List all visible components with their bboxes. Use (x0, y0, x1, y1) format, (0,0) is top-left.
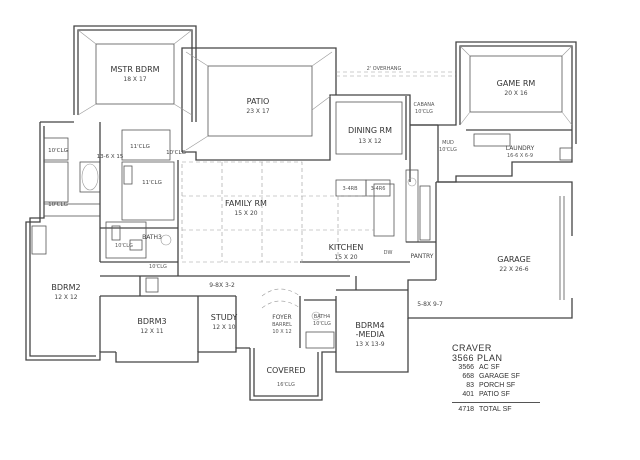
clg-bath4: 10'CLG (313, 321, 331, 327)
dim-bdrm3: 12 X 11 (140, 328, 163, 335)
label-covered: COVERED (266, 366, 305, 375)
dim-laundry: 16-6 X 6-9 (507, 153, 533, 159)
dim-master-bath: 13-6 X 15 (97, 154, 124, 160)
clg-shower: 10'CLG (48, 148, 68, 154)
dim-master-bedroom: 18 X 17 (123, 76, 146, 83)
clg-bdrm2-closet: 10'CLG (149, 264, 167, 270)
clg-cabana: 10'CLG (415, 109, 433, 115)
label-game-room: GAME RM (497, 79, 536, 88)
label-bdrm4: BDRM4 (355, 321, 384, 330)
label-range: 3-4RB (342, 186, 358, 192)
label-bdrm4-media: -MEDIA (356, 330, 385, 339)
dim-hall1: 9-8X 3-2 (209, 282, 235, 289)
label-dishwasher: DW (384, 250, 393, 256)
label-bdrm3: BDRM3 (137, 317, 166, 326)
dim-family-room: 15 X 20 (234, 210, 257, 217)
room-labels: MSTR BDRM 18 X 17 PATIO 23 X 17 2' OVERH… (48, 65, 535, 388)
clg-bath3: 10'CLG (115, 243, 133, 249)
dim-garage: 22 X 26-6 (499, 266, 528, 273)
label-fridge: 3-4R6 (371, 186, 386, 192)
label-dining-room: DINING RM (348, 126, 392, 135)
clg-toilet: 10'CLG (48, 202, 68, 208)
total-divider (452, 402, 540, 403)
dim-bdrm2: 12 X 12 (54, 294, 77, 301)
label-overhang: 2' OVERHANG (367, 66, 402, 72)
label-foyer: FOYER (272, 314, 291, 321)
label-foyer-barrel: BARREL (272, 322, 292, 328)
label-master-bedroom: MSTR BDRM (110, 65, 159, 74)
label-garage: GARAGE (497, 255, 531, 264)
dim-bdrm4: 13 X 13-9 (355, 341, 384, 348)
label-family-room: FAMILY RM (225, 199, 267, 208)
label-kitchen: KITCHEN (329, 243, 364, 252)
clg-covered: 16'CLG (277, 382, 295, 388)
label-bath4: BATH4 (314, 314, 330, 320)
clg-closet: 11'CLG (142, 180, 162, 186)
dim-study: 12 X 10 (212, 324, 235, 331)
label-mud: MUD (442, 140, 454, 146)
dim-patio: 23 X 17 (246, 108, 269, 115)
label-pantry: PANTRY (411, 253, 434, 260)
interior-walls (31, 29, 573, 352)
dim-game-room: 20 X 16 (504, 90, 527, 97)
dim-kitchen: 15 X 20 (334, 254, 357, 261)
label-cabana: CABANA (414, 102, 436, 108)
clg-master-closet: 11'CLG (130, 144, 150, 150)
clg-hall: 10'CLG (166, 150, 186, 156)
label-bath3: BATH3 (142, 234, 162, 241)
clg-mud: 10'CLG (439, 147, 457, 153)
dim-hall2: 5-8X 9-7 (417, 301, 443, 308)
label-laundry: LAUNDRY (506, 145, 535, 152)
label-patio: PATIO (247, 97, 270, 106)
label-study: STUDY (211, 313, 238, 322)
label-bdrm2: BDRM2 (51, 283, 80, 292)
dim-foyer: 10 X 12 (272, 329, 291, 335)
plan-name: CRAVER (452, 343, 492, 353)
dim-dining-room: 13 X 12 (358, 138, 381, 145)
plan-subtitle: 3566 PLAN (452, 353, 503, 363)
